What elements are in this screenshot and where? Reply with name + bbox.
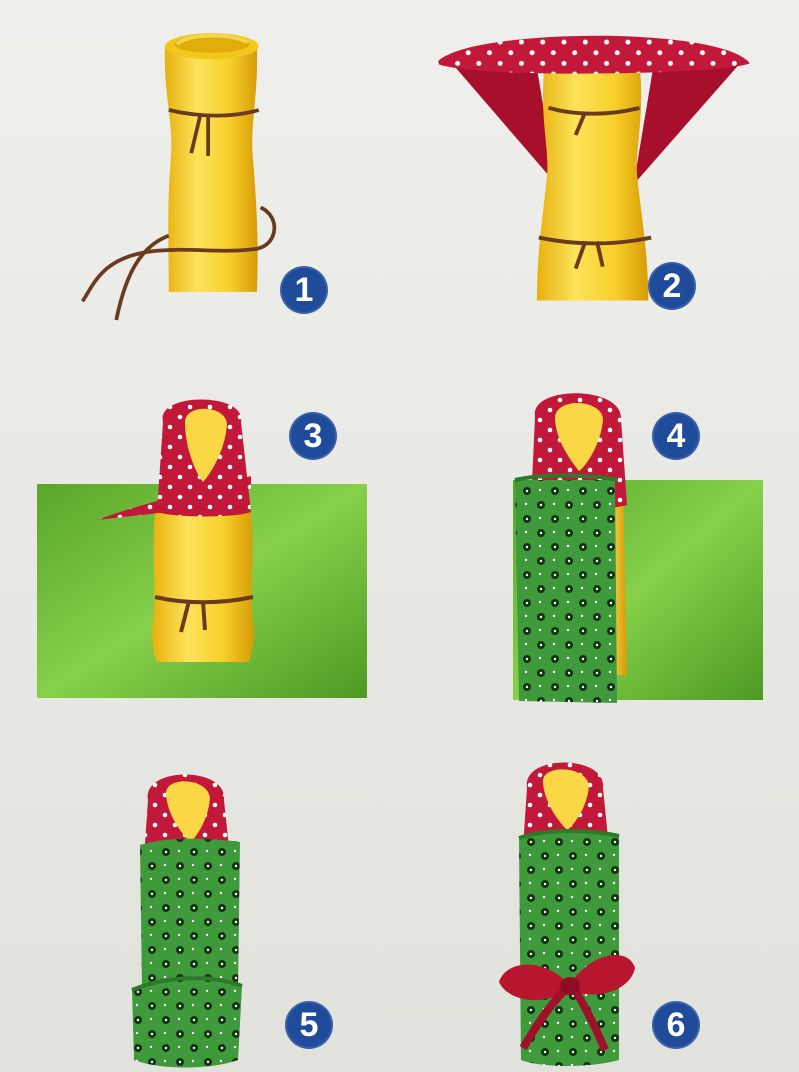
step-number-badge: 5 [285,1001,333,1049]
step-number-badge: 1 [280,266,328,314]
step-4-illustration [505,385,775,715]
step-5-illustration [130,760,260,1070]
step-2-illustration [430,15,760,315]
step-number-badge: 3 [289,412,337,460]
step-number-badge: 2 [648,262,696,310]
step-6-illustration [495,750,645,1070]
step-number-badge: 6 [652,1001,700,1049]
step-number-badge: 4 [652,412,700,460]
